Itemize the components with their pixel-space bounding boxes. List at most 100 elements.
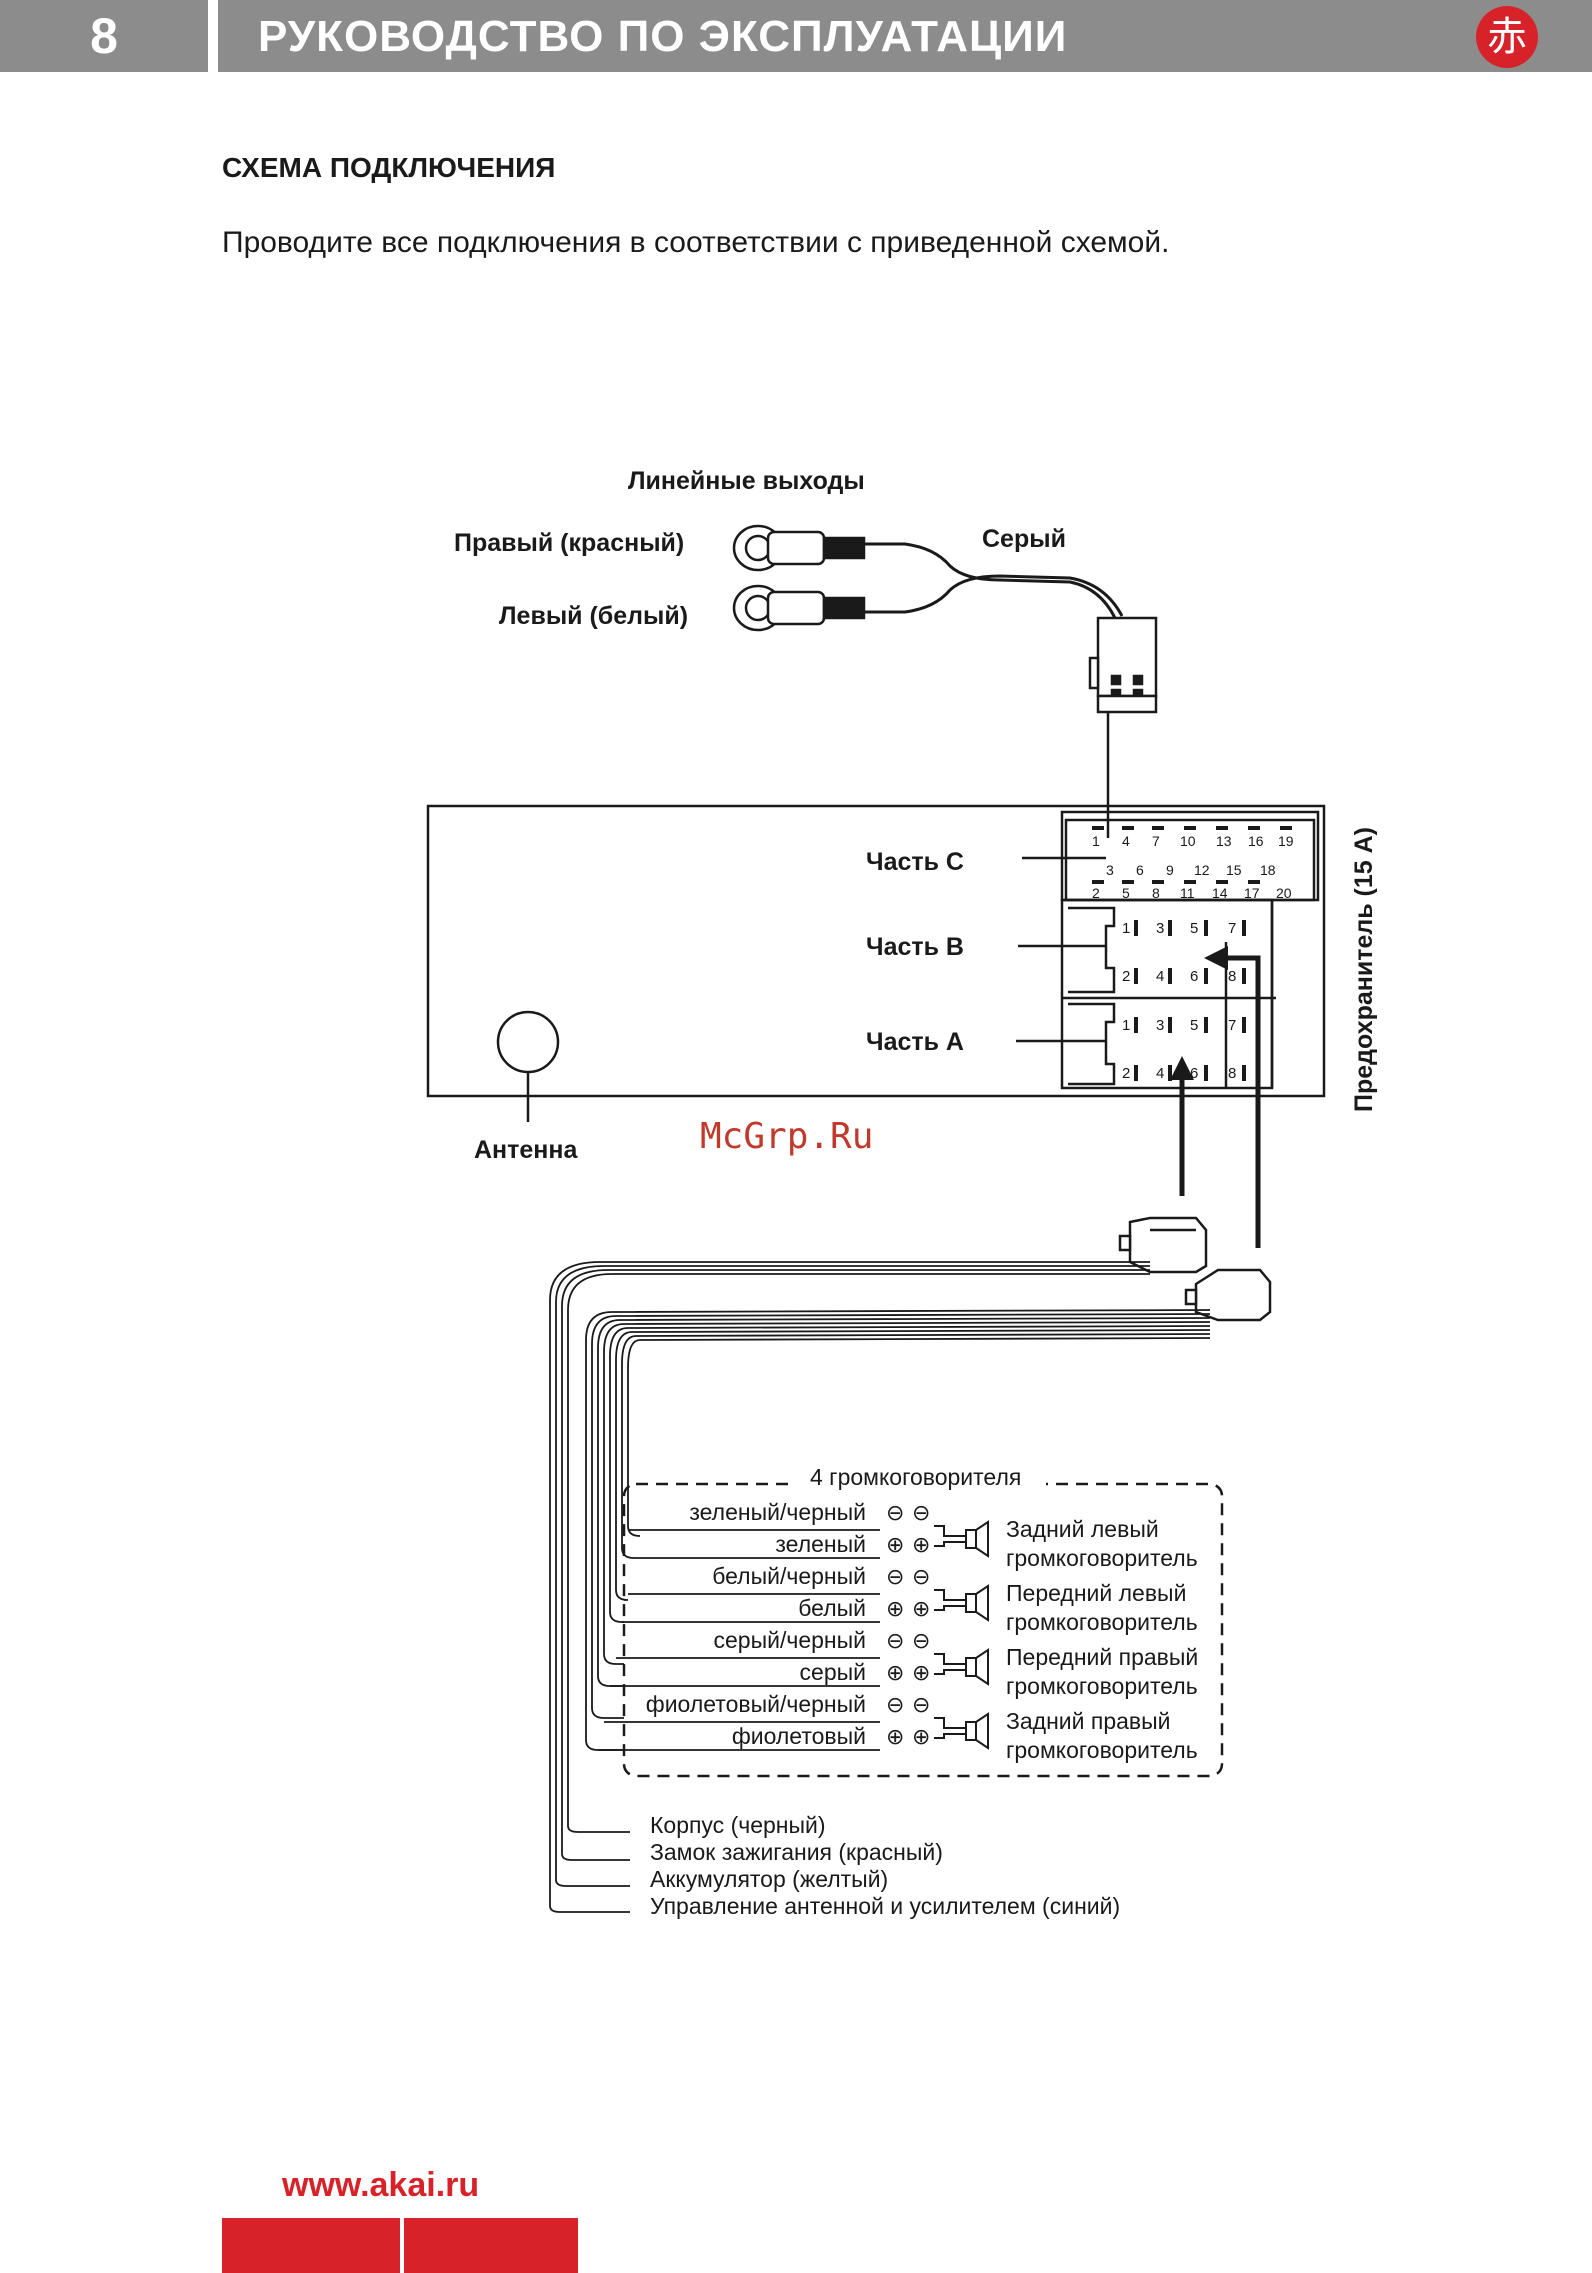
pin-label: 3: [1106, 862, 1114, 878]
pin-label: 2: [1092, 885, 1100, 901]
plus-icon: ⊕: [886, 1533, 904, 1558]
iso-plug-a-icon: [1118, 1216, 1208, 1274]
speaker-icon: [965, 1584, 989, 1622]
pin-label: 2: [1122, 968, 1130, 985]
pin-label: 2: [1122, 1065, 1130, 1082]
part-b-label: Часть B: [866, 933, 964, 961]
section-title: СХЕМА ПОДКЛЮЧЕНИЯ: [222, 152, 556, 183]
plus-icon: ⊕: [912, 1533, 930, 1558]
pin-label: 6: [1190, 968, 1198, 985]
fuse-label: Предохранитель (15 А): [1350, 827, 1378, 1112]
pin-label: 4: [1122, 833, 1130, 849]
pin-label: 10: [1180, 833, 1196, 849]
pin-label: 18: [1260, 862, 1276, 878]
pin-label: 8: [1228, 968, 1236, 985]
page-number: 8: [0, 0, 208, 72]
pin-label: 3: [1156, 1017, 1164, 1034]
rca-plug-right-icon: [732, 524, 866, 572]
pin-label: 14: [1212, 885, 1228, 901]
pin-label: 4: [1156, 968, 1164, 985]
website-link[interactable]: www.akai.ru: [282, 2166, 480, 2204]
plus-icon: ⊕: [886, 1597, 904, 1622]
footer-bar-right: [404, 2218, 578, 2273]
rca-plug-left-icon: [732, 584, 866, 632]
speaker-label-line1: Передний правый: [1006, 1644, 1198, 1670]
wire-label: белый/черный: [712, 1563, 866, 1589]
pin-label: 5: [1190, 920, 1198, 937]
gray-cable-label: Серый: [982, 525, 1066, 553]
minus-icon: ⊖: [912, 1565, 930, 1590]
pin-label: 4: [1156, 1065, 1164, 1082]
left-output-label: Левый (белый): [499, 602, 688, 630]
plus-icon: ⊕: [886, 1661, 904, 1686]
watermark: McGrp.Ru: [700, 1116, 873, 1157]
speaker-icon: [965, 1712, 989, 1750]
title-bar: [218, 0, 1592, 72]
speaker-label-line2: громкоговоритель: [1006, 1737, 1198, 1763]
wire-label: серый/черный: [714, 1627, 867, 1653]
part-c-pins: 1 4 7 10 13 16 19 3 6 9 12 15 18 2 5 8 1…: [1092, 833, 1294, 901]
speaker-label-line1: Передний левый: [1006, 1580, 1186, 1606]
pin-label: 1: [1122, 920, 1130, 937]
pin-label: 13: [1216, 833, 1232, 849]
plus-icon: ⊕: [912, 1661, 930, 1686]
pin-label: 1: [1092, 833, 1100, 849]
plus-icon: ⊕: [912, 1597, 930, 1622]
speaker-label-line2: громкоговоритель: [1006, 1609, 1198, 1635]
intro-text: Проводите все подключения в соответствии…: [222, 226, 1170, 259]
pin-label: 12: [1194, 862, 1210, 878]
speaker-label-line1: Задний правый: [1006, 1708, 1171, 1734]
footer-bar-left: [222, 2218, 400, 2273]
minus-icon: ⊖: [912, 1629, 930, 1654]
part-a-label: Часть A: [866, 1028, 964, 1056]
line-outputs-label: Линейные выходы: [628, 467, 865, 495]
minus-icon: ⊖: [886, 1501, 904, 1526]
pin-label: 11: [1180, 885, 1195, 901]
plus-icon: ⊕: [912, 1725, 930, 1750]
pin-label: 9: [1166, 862, 1174, 878]
part-b-pins: 1 3 5 7 2 4 6 8: [1122, 920, 1236, 985]
minus-icon: ⊖: [886, 1629, 904, 1654]
pin-label: 19: [1278, 833, 1294, 849]
part-a-pins: 1 3 5 7 2 4 6 8: [1122, 1017, 1236, 1082]
head-unit-chassis: [426, 804, 1326, 1098]
pin-label: 6: [1190, 1065, 1198, 1082]
pin-label: 16: [1248, 833, 1264, 849]
speaker-icon: [965, 1648, 989, 1686]
speaker-icon: [965, 1520, 989, 1558]
pin-label: 3: [1156, 920, 1164, 937]
pin-label: 5: [1122, 885, 1130, 901]
pin-label: 8: [1228, 1065, 1236, 1082]
minus-icon: ⊖: [886, 1693, 904, 1718]
wire-label: фиолетовый/черный: [646, 1691, 866, 1717]
pin-label: 7: [1152, 833, 1160, 849]
wire-label: зеленый/черный: [689, 1499, 866, 1525]
antenna-label: Антенна: [474, 1136, 579, 1164]
wire-label: фиолетовый: [732, 1723, 866, 1749]
pin-label: 8: [1152, 885, 1160, 901]
pin-label: 6: [1136, 862, 1144, 878]
plus-icon: ⊕: [886, 1725, 904, 1750]
pin-label: 1: [1122, 1017, 1130, 1034]
power-wire-label: Управление антенной и усилителем (синий): [650, 1893, 1120, 1919]
power-wire-label: Аккумулятор (желтый): [650, 1866, 888, 1892]
speakers-title: 4 громкоговорителя: [810, 1464, 1021, 1490]
iso-plug-b-icon: [1184, 1268, 1272, 1322]
wire-label: зеленый: [775, 1531, 866, 1557]
power-wire-label: Замок зажигания (красный): [650, 1839, 943, 1865]
pin-label: 17: [1244, 885, 1260, 901]
pin-label: 15: [1226, 862, 1242, 878]
manual-title: РУКОВОДСТВО ПО ЭКСПЛУАТАЦИИ: [258, 12, 1068, 61]
pin-label: 5: [1190, 1017, 1198, 1034]
pin-label: 20: [1276, 885, 1292, 901]
wire-label: белый: [798, 1595, 866, 1621]
speaker-label-line1: Задний левый: [1006, 1516, 1159, 1542]
minus-icon: ⊖: [912, 1501, 930, 1526]
gray-connector-icon: [1088, 616, 1158, 714]
brand-logo-icon: 赤: [1476, 6, 1538, 68]
pin-label: 7: [1228, 920, 1236, 937]
speaker-label-line2: громкоговоритель: [1006, 1673, 1198, 1699]
minus-icon: ⊖: [912, 1693, 930, 1718]
wire-label: серый: [800, 1659, 866, 1685]
